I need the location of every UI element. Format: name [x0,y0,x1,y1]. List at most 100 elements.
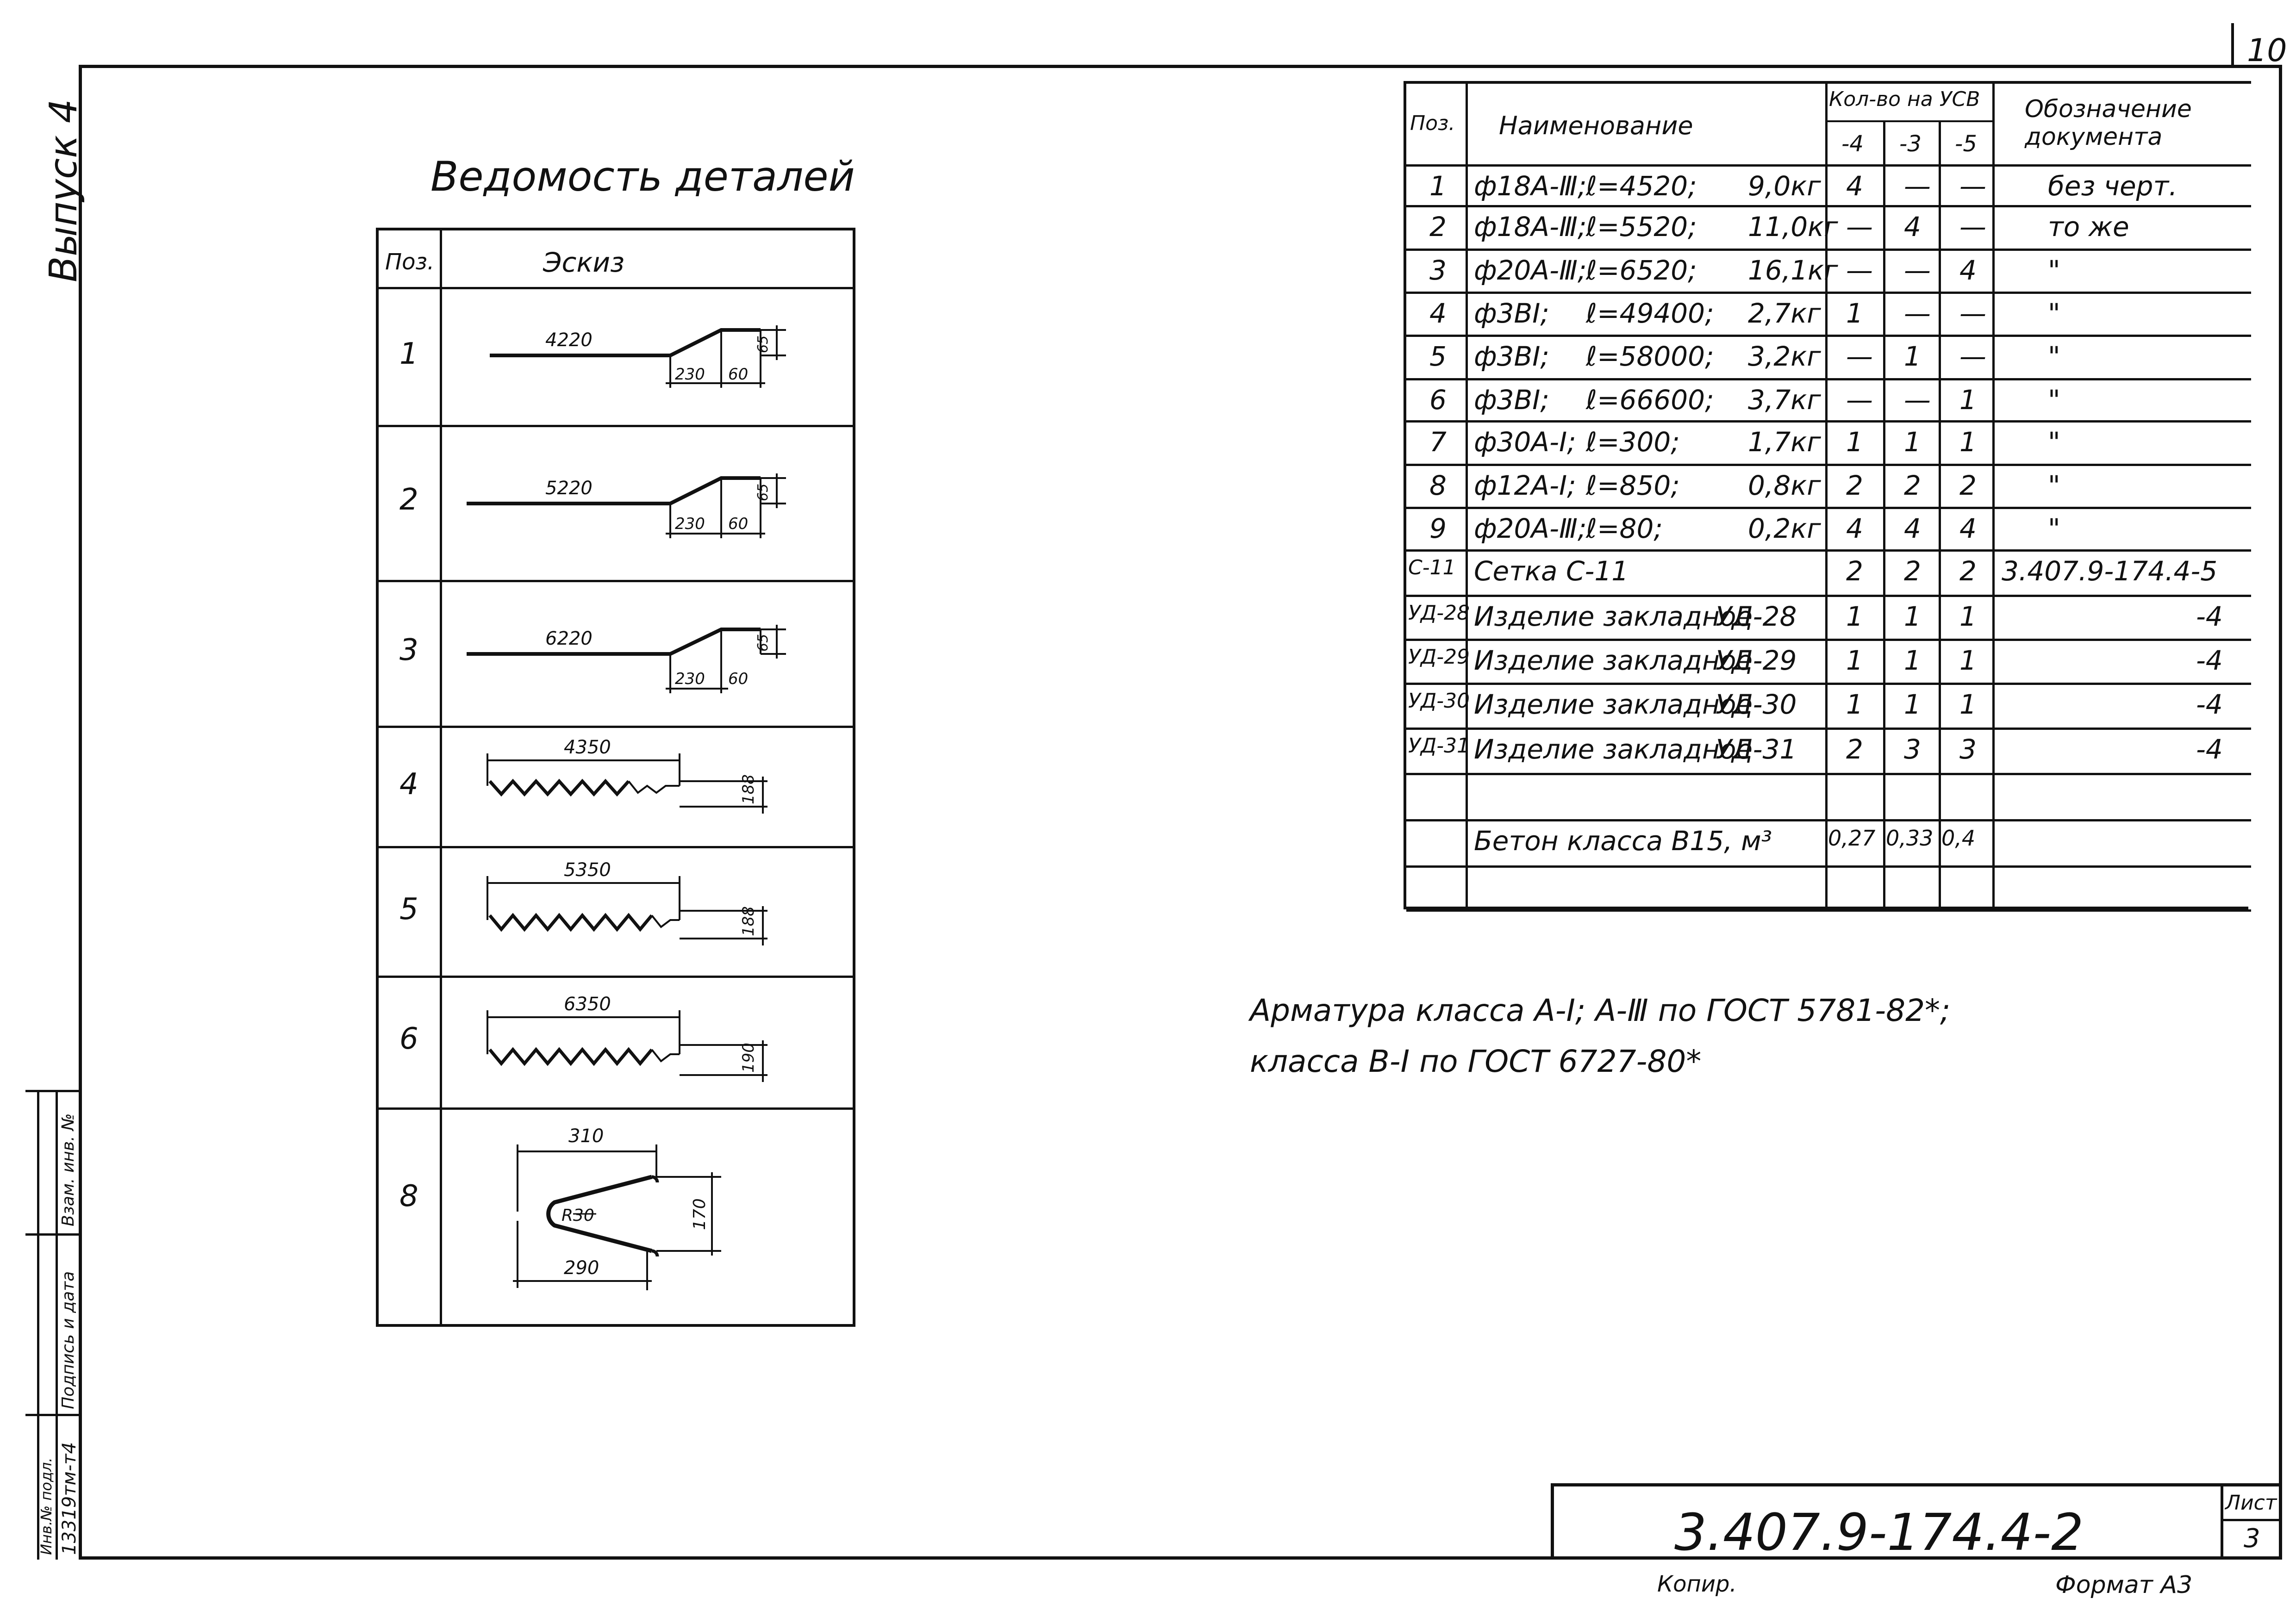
spec-name-detail: ℓ=4520; [1586,170,1697,202]
spec-qty: 1 [1904,645,1921,676]
spec-name: ф3ВⅠ; [1474,341,1549,372]
spec-name: Сетка С-11 [1474,555,1629,587]
spec-mass: 11,0кг [1748,211,1838,243]
spec-name: ф12А-Ⅰ; [1474,470,1576,501]
detail-pos-2: 2 [399,483,418,517]
spec-doc: " [2048,298,2060,329]
spec-qty: 1 [1904,426,1921,458]
spec-qty: — [1904,170,1931,202]
dim-d2-2: 60 [728,515,748,533]
footer-copied: Копир. [1657,1571,1737,1597]
spec-doc: " [2048,513,2060,544]
spec-doc: то же [2048,211,2129,243]
sheet-corner-number: 10 [2247,32,2287,69]
dim-length-4: 4350 [564,737,611,758]
dim-length-2: 5220 [545,478,593,499]
spec-qty: 1 [1846,689,1863,720]
details-header-pos: Поз. [385,249,435,275]
details-title: Ведомость деталей [430,153,855,200]
spec-qty: — [1846,255,1873,286]
spec-pos: 7 [1429,426,1447,458]
spec-name-detail: ℓ=49400; [1586,298,1714,329]
dim-d2-1: 60 [728,365,748,384]
spec-qty: 3 [1904,734,1921,765]
spec-qty: 2 [1959,555,1977,587]
spec-name-detail: ℓ=80; [1586,513,1663,544]
left-stamp: Взам. инв. № Подпись и дата Инв.№ подл. … [25,1090,81,1560]
spec-qty: 4 [1846,170,1863,202]
detail-pos-5: 5 [399,892,418,927]
spec-header-pos: Поз. [1410,112,1455,135]
dim-length-1: 4220 [545,330,593,351]
spec-qty: 2 [1904,555,1921,587]
drawing-frame [79,65,2282,1560]
spec-qty: — [1959,170,1986,202]
spec-header-qty-2: -5 [1955,131,1977,157]
spec-qty: 0,4 [1941,826,1976,851]
dim-h-8: 170 [690,1198,709,1230]
spec-qty: 1 [1904,689,1921,720]
spec-qty: — [1904,255,1931,286]
spec-qty: 2 [1846,734,1863,765]
spec-doc: без черт. [2048,170,2177,202]
spec-qty: 1 [1904,341,1921,372]
spec-qty: 2 [1846,470,1863,501]
sketch-bent-bar-2 [467,473,786,538]
spec-pos: 5 [1429,341,1447,372]
spec-qty: 3 [1959,734,1977,765]
spec-doc: -4 [2196,601,2223,632]
details-header-sketch: Эскиз [543,247,624,278]
spec-header-qty-1: -3 [1899,131,1922,157]
spec-pos: УД-28 [1408,601,1470,625]
spec-mass: 2,7кг [1748,298,1821,329]
spec-name: Изделие закладное [1474,689,1753,720]
spec-qty: 4 [1904,513,1921,544]
dim-d2-3: 60 [728,670,748,688]
spec-qty: 0,27 [1828,826,1876,851]
spec-qty: 1 [1846,298,1863,329]
spec-name-detail: УД-30 [1716,689,1797,720]
spec-name: Изделие закладное [1474,601,1753,632]
spec-doc: -4 [2196,689,2223,720]
spec-name: Бетон класса В15, м³ [1474,825,1772,857]
dim-bottom-8: 290 [564,1257,599,1279]
note-line-1: Арматура класса А-Ⅰ; А-Ⅲ по ГОСТ 5781-82… [1250,993,1951,1028]
spec-mass: 1,7кг [1748,426,1821,458]
spec-qty: 1 [1959,689,1977,720]
spec-name-detail: ℓ=58000; [1586,341,1714,372]
spec-qty: 1 [1846,426,1863,458]
spec-name: ф18А-Ⅲ; [1474,211,1587,243]
spec-header-qty-group: Кол-во на УСВ [1829,87,1980,111]
spec-name: ф18А-Ⅲ; [1474,170,1587,202]
spec-name-detail: ℓ=850; [1586,470,1680,501]
spec-pos: 8 [1429,470,1447,501]
spec-qty: — [1846,341,1873,372]
spec-name-detail: ℓ=5520; [1586,211,1697,243]
spec-qty: — [1904,298,1931,329]
sketch-zigzag-5 [487,876,767,945]
spec-name: ф30А-Ⅰ; [1474,426,1576,458]
detail-pos-1: 1 [399,337,418,371]
spec-doc: -4 [2196,734,2223,765]
spec-name-detail: ℓ=66600; [1586,384,1714,416]
spec-pos: УД-31 [1408,734,1470,758]
footer-format: Формат А3 [2055,1571,2193,1599]
spec-name: ф20А-Ⅲ; [1474,255,1587,286]
spec-qty: 1 [1959,384,1977,416]
spec-doc: " [2048,470,2060,501]
spec-name: ф20А-Ⅲ; [1474,513,1587,544]
spec-name: ф3ВⅠ; [1474,298,1549,329]
spec-name: Изделие закладное [1474,734,1753,765]
spec-name-detail: УД-28 [1716,601,1797,632]
dim-top-8: 310 [568,1126,604,1147]
spec-pos: С-11 [1408,556,1456,579]
details-table: Поз. Эскиз 1 2 3 4 5 6 8 [376,228,855,1327]
spec-name-detail: УД-29 [1716,645,1797,676]
dim-h-3: 65 [755,634,771,652]
spec-mass: 3,7кг [1748,384,1821,416]
spec-pos: 1 [1429,170,1447,202]
sketch-hook-8 [513,1144,721,1290]
spec-doc: " [2048,426,2060,458]
sheet-label: Лист [2225,1491,2277,1515]
